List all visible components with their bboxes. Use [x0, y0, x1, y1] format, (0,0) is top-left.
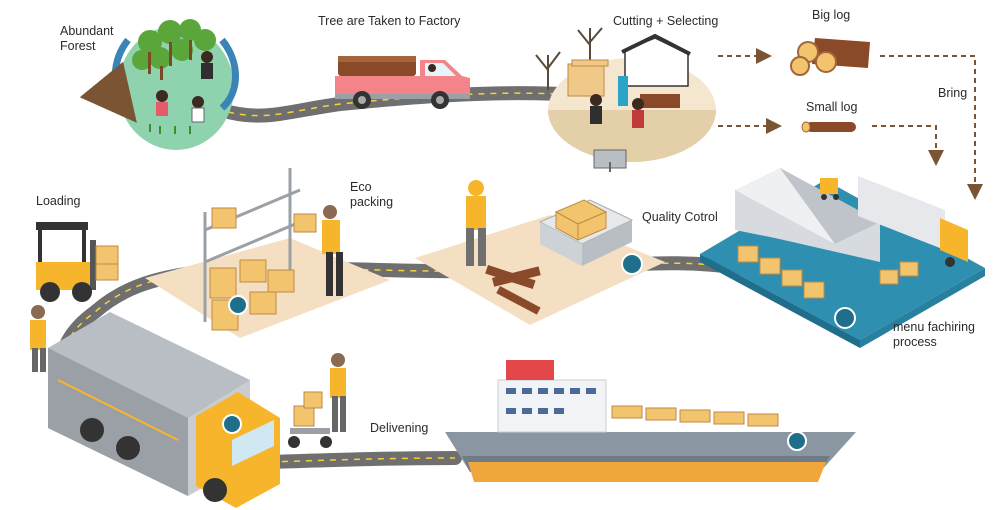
label-small-log: Small log — [806, 100, 858, 114]
delivery-truck — [30, 305, 280, 508]
label-bring: Bring — [938, 86, 968, 100]
label-manufacturing-line2: process — [893, 335, 937, 349]
label-delivering: Delivening — [370, 421, 429, 435]
label-manufacturing-line1: menu fachiring — [893, 320, 975, 334]
label-cutting-selecting: Cutting + Selecting — [613, 14, 719, 28]
log-truck — [335, 56, 470, 109]
flow-arrows — [718, 48, 983, 200]
label-eco-packing: Eco packing — [350, 180, 393, 210]
label-loading: Loading — [36, 194, 81, 208]
label-tree-transport: Tree are Taken to Factory — [318, 14, 461, 28]
cargo-ship — [445, 360, 856, 482]
label-quality-control: Quality Cotrol — [642, 210, 718, 224]
label-eco-packing-line2: packing — [350, 195, 394, 209]
label-abundant-forest-line2: Forest — [60, 39, 96, 53]
label-abundant-forest-line1: Abundant — [60, 24, 114, 38]
packing-illustration — [145, 168, 390, 338]
label-eco-packing-line1: Eco — [350, 180, 372, 194]
cutting-station — [535, 27, 716, 172]
big-log-icon — [790, 38, 870, 76]
quality-control-illustration — [415, 180, 665, 325]
small-log-icon — [801, 121, 856, 133]
factory-illustration — [700, 168, 985, 348]
forklift-illustration — [36, 222, 119, 302]
label-big-log: Big log — [812, 8, 851, 22]
trolley-worker — [288, 353, 346, 448]
label-abundant-forest: Abundant Forest — [60, 24, 114, 54]
forest-illustration — [79, 19, 239, 150]
label-manufacturing-process: menu fachiring process — [893, 320, 975, 350]
